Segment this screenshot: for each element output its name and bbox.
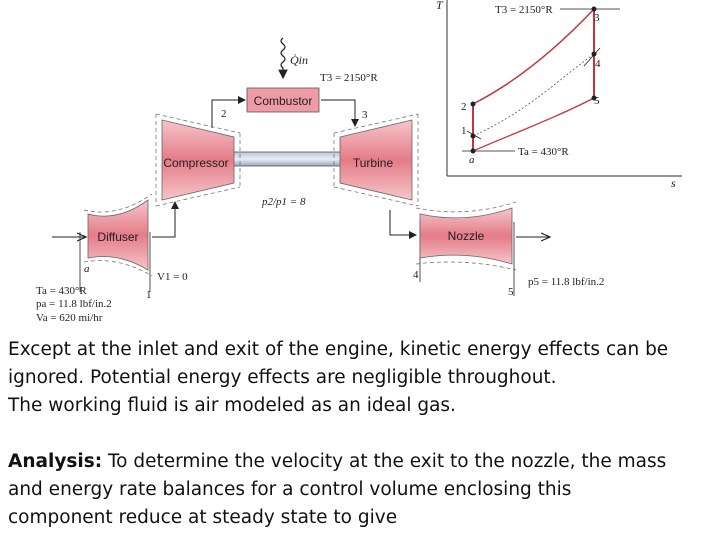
state-4-label: 4 [413, 269, 419, 281]
diffuser-label: Diffuser [97, 230, 138, 244]
assumption-line-1: Except at the inlet and exit of the engi… [8, 339, 669, 360]
combustor: Combustor [246, 87, 320, 113]
v1-label: V1 = 0 [157, 271, 188, 283]
assumption-line-2: ignored. Potential energy effects are ne… [8, 367, 557, 388]
analysis-label: Analysis: [8, 451, 103, 472]
ts-ta-label: Ta = 430°R [518, 146, 569, 158]
q-in-label: Q̇in [290, 53, 308, 67]
analysis-line-3: component reduce at steady state to give [8, 507, 398, 528]
ta-label: Ta = 430°R [36, 285, 87, 297]
nozzle: Nozzle [415, 201, 517, 271]
compressor-label: Compressor [163, 156, 228, 170]
state-2-label: 2 [221, 108, 227, 120]
state-3-label: 3 [362, 109, 368, 121]
va-label: Va = 620 mi/hr [36, 312, 103, 324]
p5-label: p5 = 11.8 lbf/in.2 [528, 276, 604, 288]
pressure-ratio-label: p2/p1 = 8 [261, 196, 306, 208]
ts-point-2: 2 [461, 101, 467, 113]
ts-t3-label: T3 = 2150°R [495, 4, 553, 16]
analysis-line-2: and energy rate balances for a control v… [8, 479, 572, 500]
analysis-paragraph: Analysis: To determine the velocity at t… [8, 448, 712, 476]
state-5-label: 5 [508, 286, 514, 298]
ts-point-3: 3 [594, 12, 600, 24]
ts-point-4: 4 [595, 58, 601, 70]
description-text: Except at the inlet and exit of the engi… [8, 336, 712, 532]
state-1-label: 1 [146, 289, 152, 301]
turbojet-diagram: T s T3 = 2150°R Ta = 430°R 3 4 5 2 1 a Q… [36, 0, 682, 324]
pa-label: pa = 11.8 lbf/in.2 [36, 298, 112, 310]
ts-process-2-3 [472, 8, 595, 105]
turbine: Turbine [333, 113, 419, 207]
shaft [224, 151, 351, 167]
ts-process-5-a [472, 97, 595, 152]
analysis-line-1: To determine the velocity at the exit to… [102, 451, 667, 472]
t3-label: T3 = 2150°R [320, 72, 378, 84]
combustor-label: Combustor [254, 94, 313, 108]
ts-x-axis-label: s [671, 176, 676, 190]
nozzle-label: Nozzle [448, 229, 485, 243]
ts-diagram: T s T3 = 2150°R Ta = 430°R 3 4 5 2 1 a [436, 0, 682, 190]
ts-point-a: a [469, 154, 475, 166]
ts-point-1: 1 [461, 125, 467, 137]
assumption-line-3: The working fluid is air modeled as an i… [8, 395, 456, 416]
heat-input: Q̇in T3 = 2150°R [278, 37, 378, 84]
state-a-label: a [84, 263, 90, 275]
turbine-label: Turbine [353, 156, 394, 170]
ts-point-5: 5 [594, 95, 600, 107]
ts-y-axis-label: T [436, 0, 444, 12]
compressor: Compressor [155, 113, 241, 207]
diffuser: Diffuser [83, 193, 153, 277]
